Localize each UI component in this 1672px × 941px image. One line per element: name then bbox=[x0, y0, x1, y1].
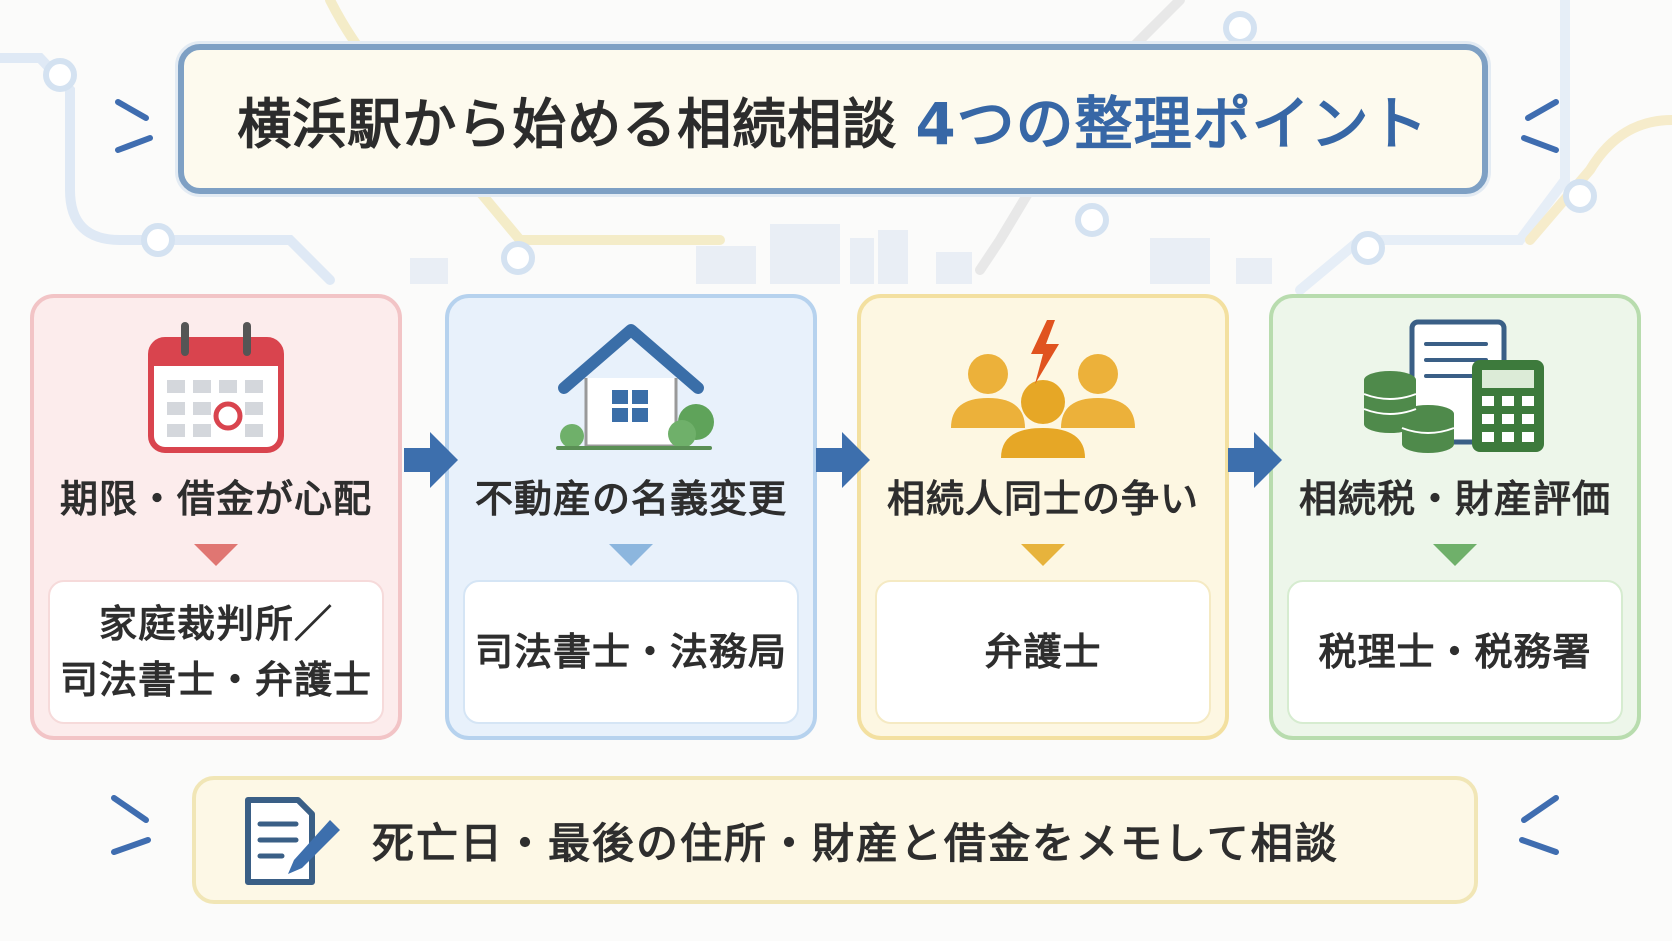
down-triangle-icon bbox=[1021, 544, 1065, 566]
memo-banner: 死亡日・最後の住所・財産と借金をメモして相談 bbox=[192, 776, 1478, 904]
house-icon bbox=[556, 324, 714, 450]
contact-box: 税理士・税務署 bbox=[1287, 580, 1623, 724]
title-accent: 4つの整理ポイント bbox=[915, 90, 1429, 158]
card-label: 相続人同士の争い bbox=[886, 477, 1199, 521]
title-banner: 横浜駅から始める相続相談 4つの整理ポイント bbox=[178, 44, 1488, 194]
down-triangle-icon bbox=[194, 544, 238, 566]
card-real-estate: 不動産の名義変更 司法書士・法務局 bbox=[445, 294, 817, 740]
card-heir-dispute: 相続人同士の争い 弁護士 bbox=[857, 294, 1229, 740]
down-triangle-icon bbox=[1433, 544, 1477, 566]
right-arrow-icon bbox=[404, 432, 458, 488]
tax-calculator-icon bbox=[1363, 319, 1544, 453]
memo-text: 死亡日・最後の住所・財産と借金をメモして相談 bbox=[372, 818, 1339, 868]
title-main: 横浜駅から始める相続相談 bbox=[237, 92, 898, 156]
right-spark-icon bbox=[1519, 795, 1559, 855]
card-deadline-debt: 期限・借金が心配 家庭裁判所／ 司法書士・弁護士 bbox=[30, 294, 402, 740]
right-spark-icon bbox=[1521, 99, 1559, 153]
contact-box: 弁護士 bbox=[875, 580, 1211, 724]
contact-line: 司法書士・弁護士 bbox=[59, 658, 372, 702]
people-conflict-icon bbox=[951, 320, 1135, 458]
left-spark-icon bbox=[111, 795, 151, 855]
right-arrow-icon bbox=[816, 432, 870, 488]
contact-line: 家庭裁判所／ bbox=[98, 602, 333, 646]
left-spark-icon bbox=[115, 99, 153, 153]
memo-pencil-icon bbox=[245, 797, 340, 885]
contact-box: 家庭裁判所／ 司法書士・弁護士 bbox=[48, 580, 384, 724]
card-label: 相続税・財産評価 bbox=[1298, 477, 1611, 521]
card-label: 不動産の名義変更 bbox=[474, 477, 787, 521]
card-label: 期限・借金が心配 bbox=[59, 477, 372, 521]
down-triangle-icon bbox=[609, 544, 653, 566]
card-inheritance-tax: 相続税・財産評価 税理士・税務署 bbox=[1269, 294, 1641, 740]
calendar-icon bbox=[148, 322, 284, 453]
contact-line: 弁護士 bbox=[984, 630, 1102, 674]
contact-line: 司法書士・法務局 bbox=[474, 630, 787, 674]
right-arrow-icon bbox=[1228, 432, 1282, 488]
contact-line: 税理士・税務署 bbox=[1318, 630, 1592, 674]
contact-box: 司法書士・法務局 bbox=[463, 580, 799, 724]
